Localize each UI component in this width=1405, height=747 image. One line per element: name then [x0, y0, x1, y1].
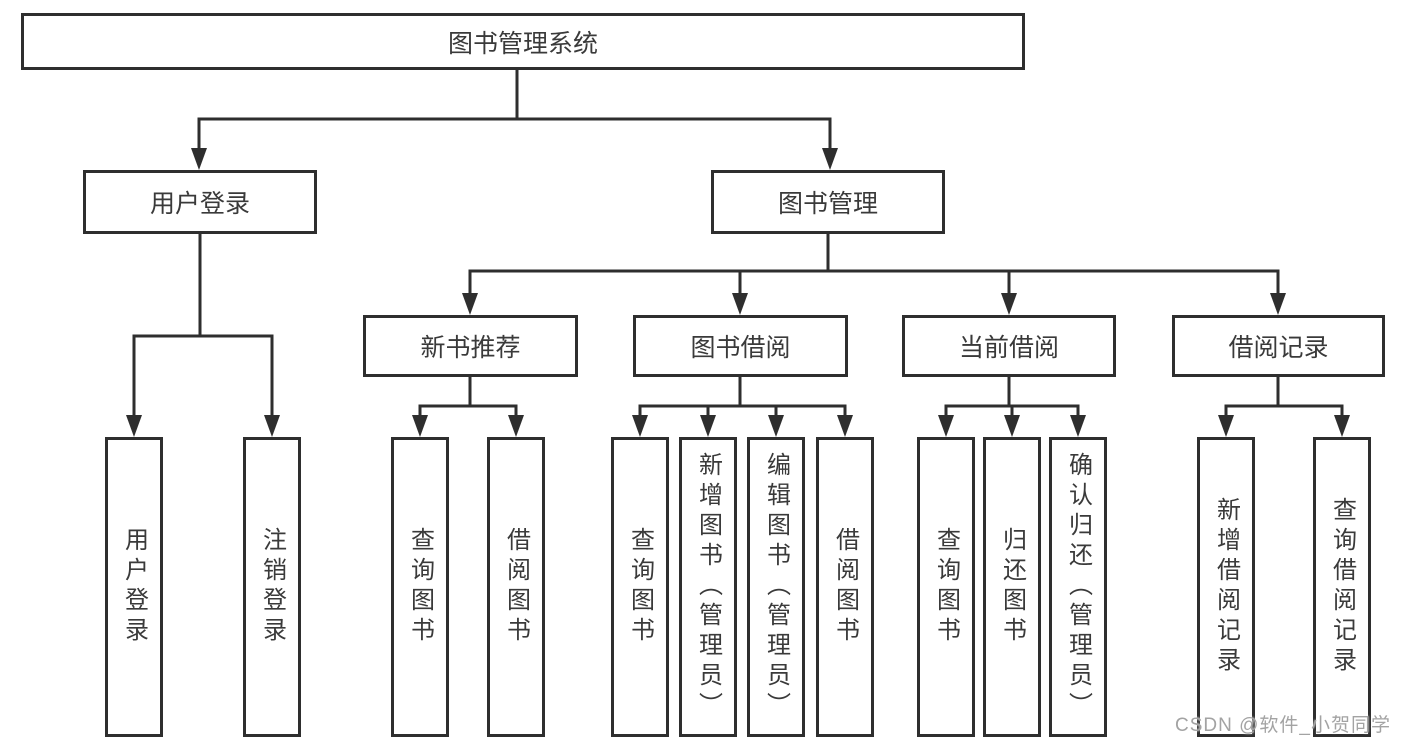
node-borrowing-records: 借阅记录: [1172, 315, 1385, 377]
leaf-confirm-return-admin: 确认归还（管理员）: [1049, 437, 1107, 737]
node-book-borrowing: 图书借阅: [633, 315, 848, 377]
leaf-add-borrow-record: 新增借阅记录: [1197, 437, 1255, 737]
node-library-management-system: 图书管理系统: [21, 13, 1025, 70]
leaf-query-books-borrowing: 查询图书: [611, 437, 669, 737]
leaf-add-book-admin: 新增图书（管理员）: [679, 437, 737, 737]
leaf-query-borrow-record: 查询借阅记录: [1313, 437, 1371, 737]
leaf-query-books-recommend: 查询图书: [391, 437, 449, 737]
leaf-logout: 注销登录: [243, 437, 301, 737]
leaf-borrow-books-recommend: 借阅图书: [487, 437, 545, 737]
node-current-borrowing: 当前借阅: [902, 315, 1116, 377]
node-user-login: 用户登录: [83, 170, 317, 234]
node-book-management: 图书管理: [711, 170, 945, 234]
watermark-text: CSDN @软件_小贺同学: [1175, 715, 1391, 736]
leaf-borrow-books-borrowing: 借阅图书: [816, 437, 874, 737]
node-new-book-recommendation: 新书推荐: [363, 315, 578, 377]
leaf-edit-book-admin: 编辑图书（管理员）: [747, 437, 805, 737]
leaf-return-books: 归还图书: [983, 437, 1041, 737]
leaf-query-books-current: 查询图书: [917, 437, 975, 737]
arrowhead-icons: [126, 148, 1350, 437]
leaf-user-login: 用户登录: [105, 437, 163, 737]
